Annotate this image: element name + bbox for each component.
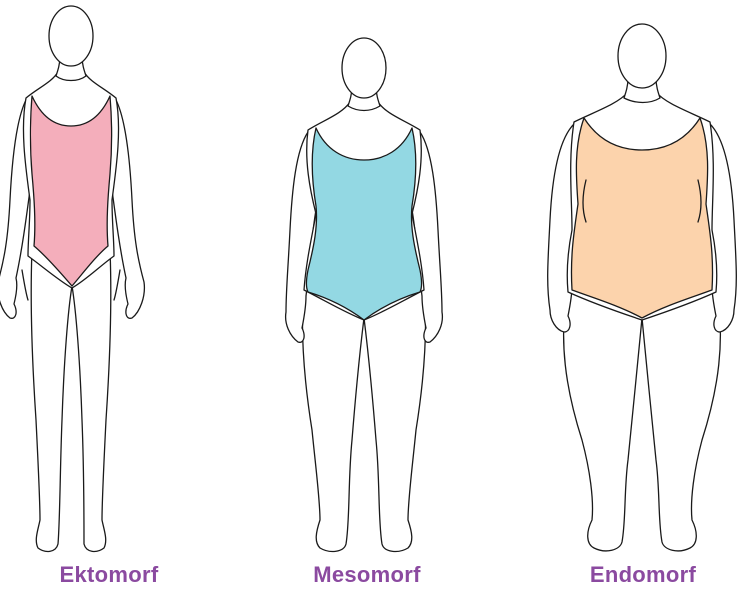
mesomorph-label: Mesomorf	[244, 562, 490, 588]
ectomorph-right-leg	[72, 250, 111, 551]
endomorph-figure	[528, 0, 738, 560]
ectomorph-left-leg	[31, 250, 72, 551]
endomorph-right-leg	[642, 288, 720, 551]
mesomorph-head	[342, 38, 386, 98]
endomorph-left-leg	[564, 288, 642, 551]
ectomorph-head	[49, 6, 93, 66]
mesomorph-left-leg	[302, 284, 364, 551]
ectomorph-figure	[0, 0, 206, 560]
mesomorph-right-leg	[364, 284, 426, 551]
endomorph-head	[618, 24, 666, 88]
mesomorph-figure	[246, 0, 492, 560]
ectomorph-label: Ektomorf	[0, 562, 232, 588]
endomorph-label: Endomorf	[520, 562, 738, 588]
